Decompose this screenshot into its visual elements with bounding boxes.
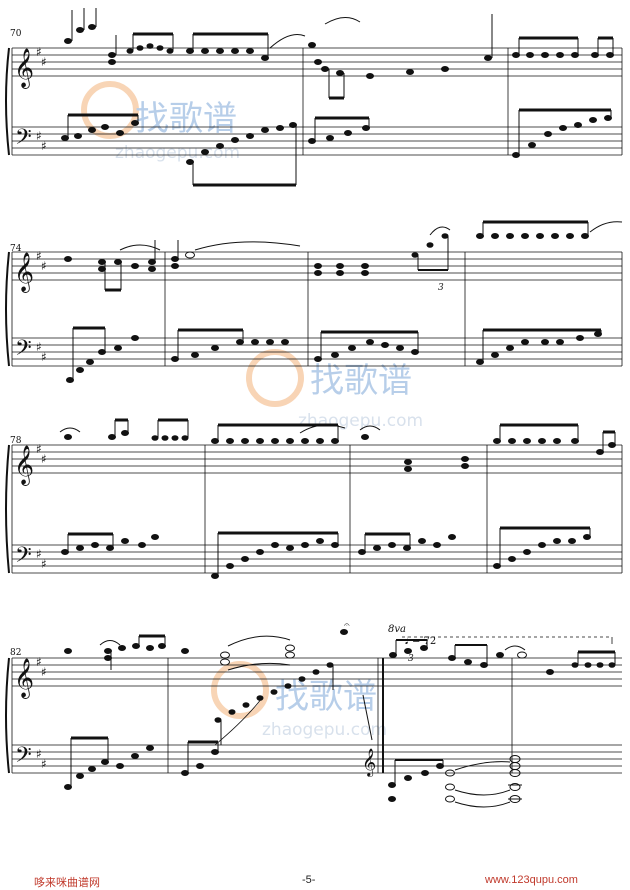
measure-number: 78 bbox=[10, 436, 22, 446]
svg-text:♯: ♯ bbox=[41, 665, 47, 679]
system-1: 70 𝄞 𝄢 ♯♯ ♯♯ bbox=[5, 8, 623, 187]
svg-text:♯: ♯ bbox=[36, 45, 42, 59]
svg-text:♯: ♯ bbox=[41, 350, 47, 364]
svg-text:♯: ♯ bbox=[41, 757, 47, 771]
watermark-2: 找歌谱 zhaogepu.com bbox=[246, 349, 423, 431]
system-4: 82 𝄞 𝄢 ♯♯ ♯♯ 𝄞 bbox=[5, 620, 622, 808]
watermark-3: 找歌谱 zhaogepu.com bbox=[211, 661, 387, 740]
svg-text:♯: ♯ bbox=[41, 452, 47, 466]
svg-text:♯: ♯ bbox=[41, 55, 47, 69]
svg-text:𝅘𝅥: 𝅘𝅥 bbox=[405, 636, 409, 647]
svg-text:♯: ♯ bbox=[36, 547, 42, 561]
watermark-1: 找歌谱 zhaogepu.com bbox=[81, 81, 240, 163]
svg-text:𝄢: 𝄢 bbox=[15, 336, 32, 366]
page-number: -5- bbox=[302, 874, 316, 886]
measure-number: 74 bbox=[10, 244, 22, 254]
svg-text:𝄢: 𝄢 bbox=[15, 543, 32, 573]
footer-site-left: 哆来咪曲谱网 bbox=[34, 877, 100, 889]
measure-number: 70 bbox=[10, 29, 22, 39]
svg-text:𝄢: 𝄢 bbox=[15, 743, 32, 773]
svg-text:𝄞: 𝄞 bbox=[14, 445, 34, 486]
watermark-brand: 找歌谱 bbox=[275, 677, 377, 717]
svg-text:♯: ♯ bbox=[36, 249, 42, 263]
system-2: 74 𝄞 𝄢 ♯♯ ♯♯ 3 bbox=[5, 220, 623, 383]
svg-text:𝄞: 𝄞 bbox=[14, 658, 34, 699]
svg-text:♯: ♯ bbox=[41, 139, 47, 153]
bass-clef: 𝄢 bbox=[15, 125, 32, 155]
svg-text:𝄞: 𝄞 bbox=[362, 748, 376, 777]
svg-text:♯: ♯ bbox=[36, 747, 42, 761]
svg-text:♯: ♯ bbox=[36, 129, 42, 143]
svg-text:𝄐: 𝄐 bbox=[344, 620, 350, 631]
system-3: 78 𝄞 𝄢 ♯♯ ♯♯ bbox=[5, 418, 623, 579]
triplet-mark: 3 bbox=[438, 283, 444, 293]
svg-text:𝄞: 𝄞 bbox=[14, 252, 34, 293]
triplet-mark: 3 bbox=[408, 654, 414, 664]
svg-text:♯: ♯ bbox=[36, 442, 42, 456]
svg-text:♯: ♯ bbox=[41, 557, 47, 571]
watermark-brand: 找歌谱 bbox=[310, 361, 412, 401]
tempo-marking: = 72 bbox=[412, 636, 436, 647]
treble-clef: 𝄞 bbox=[14, 48, 34, 89]
watermark-brand: 找歌谱 bbox=[135, 99, 237, 139]
measure-number: 82 bbox=[10, 648, 21, 658]
octave-marking: 8va bbox=[388, 624, 406, 635]
svg-text:♯: ♯ bbox=[41, 259, 47, 273]
svg-text:♯: ♯ bbox=[36, 340, 42, 354]
svg-text:♯: ♯ bbox=[36, 655, 42, 669]
watermark-site: zhaogepu.com bbox=[262, 720, 387, 740]
footer-site-right: www.123qupu.com bbox=[485, 874, 578, 886]
watermark-site: zhaogepu.com bbox=[298, 411, 423, 431]
